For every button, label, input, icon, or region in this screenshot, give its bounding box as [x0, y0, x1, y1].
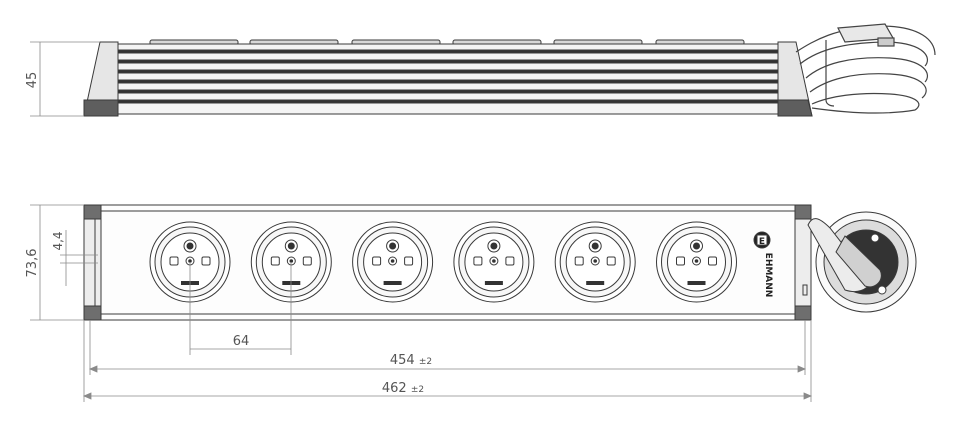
- dim-height-side-label: 45: [25, 72, 40, 89]
- dim-small-offset: [60, 230, 98, 286]
- socket: [554, 221, 636, 303]
- dim-depth: [30, 204, 84, 321]
- brand-name: EHMANN: [763, 253, 773, 298]
- dim-body-length-label: 454 ±2: [390, 353, 432, 368]
- pin-hole: [473, 256, 483, 266]
- pin-hole: [708, 256, 717, 266]
- dim-small-offset-label: 4,4: [51, 231, 65, 250]
- socket-row: [149, 221, 737, 303]
- socket: [656, 221, 737, 303]
- front-right-cap: [794, 204, 812, 321]
- dim-body-length: [88, 320, 807, 375]
- dim-overall-length: [82, 320, 813, 402]
- side-view: [83, 23, 936, 117]
- pin-hole: [404, 256, 414, 266]
- dim-depth-label: 73,6: [25, 249, 40, 278]
- dim-socket-pitch-label: 64: [233, 334, 250, 349]
- dim-height-side: [30, 41, 100, 117]
- side-cable-coil: [795, 23, 936, 114]
- pin-hole: [676, 256, 685, 266]
- pin-hole: [574, 256, 584, 266]
- socket: [453, 221, 535, 303]
- pin-hole: [505, 256, 515, 266]
- brand-logo: E EHMANN: [753, 231, 773, 298]
- front-plug: [807, 211, 917, 313]
- dim-socket-pitch: [189, 262, 292, 355]
- dim-overall-length-tol: ±2: [411, 385, 424, 395]
- brand-logo-letter: E: [759, 237, 765, 247]
- dim-overall-length-value: 462: [382, 381, 407, 396]
- front-left-cap: [83, 204, 118, 321]
- pin-hole: [201, 256, 211, 266]
- front-view: E EHMANN: [83, 204, 917, 321]
- pin-hole: [606, 256, 616, 266]
- pin-hole: [270, 256, 280, 266]
- dim-body-length-tol: ±2: [419, 357, 432, 367]
- pin-hole: [169, 256, 179, 266]
- pin-hole: [302, 256, 312, 266]
- socket: [352, 221, 434, 303]
- dim-body-length-value: 454: [390, 353, 415, 368]
- dim-overall-length-label: 462 ±2: [382, 381, 424, 396]
- pin-hole: [372, 256, 382, 266]
